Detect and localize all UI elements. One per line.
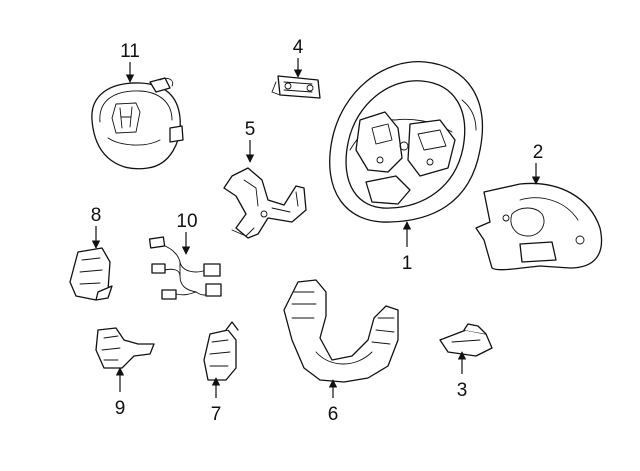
steering-wheel-part-1[interactable] xyxy=(329,61,484,223)
wire-harness-part-10[interactable] xyxy=(148,236,222,300)
callout-5: 5 xyxy=(245,119,256,140)
callout-4: 4 xyxy=(293,37,304,58)
callout-6: 6 xyxy=(328,404,339,425)
bracket-part-4[interactable] xyxy=(271,75,321,99)
switch-part-8[interactable] xyxy=(69,247,113,301)
lower-garnish-part-6[interactable] xyxy=(283,279,399,383)
callout-11: 11 xyxy=(120,41,140,62)
switch-part-7[interactable] xyxy=(203,321,239,381)
callout-1: 1 xyxy=(402,253,413,274)
callout-7: 7 xyxy=(211,404,222,425)
rear-cover-part-2[interactable] xyxy=(475,182,603,271)
wiring-bracket-part-5[interactable] xyxy=(223,167,307,239)
callout-8: 8 xyxy=(91,205,102,226)
cover-part-3[interactable] xyxy=(439,323,493,357)
switch-part-9[interactable] xyxy=(95,327,155,369)
callout-3: 3 xyxy=(457,380,468,401)
leader-lines xyxy=(91,58,541,398)
callout-10: 10 xyxy=(176,211,197,232)
airbag-module-part-11[interactable] xyxy=(91,77,184,170)
callout-9: 9 xyxy=(115,398,126,419)
callout-2: 2 xyxy=(533,142,544,163)
honda-h-logo xyxy=(111,102,141,134)
